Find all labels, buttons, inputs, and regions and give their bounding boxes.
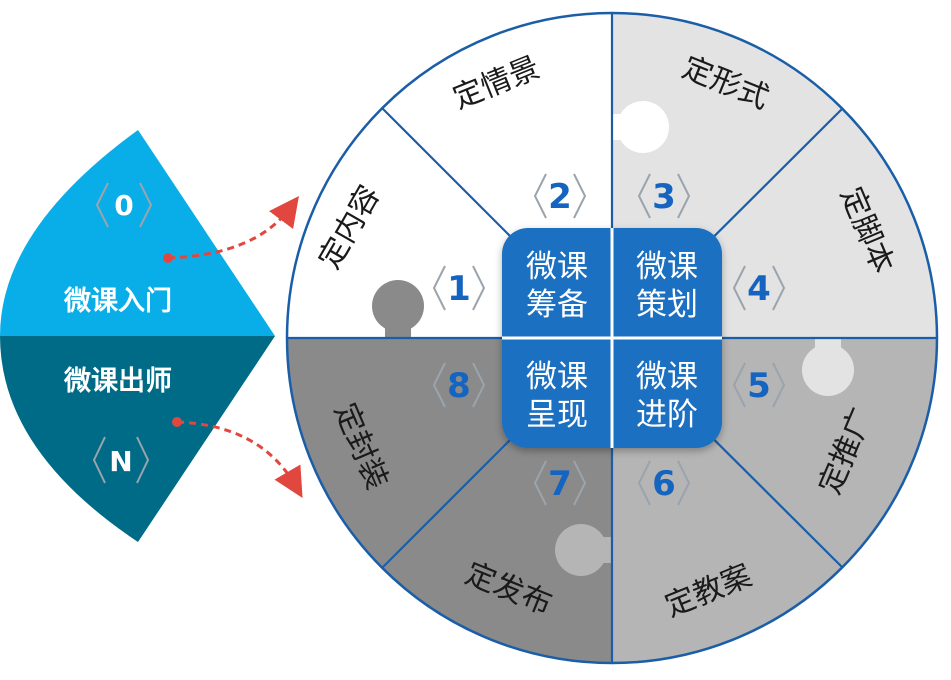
number-badge-6: 6 bbox=[637, 460, 691, 506]
number-badge-text: 2 bbox=[548, 177, 572, 217]
fan-marker-bottom: N bbox=[92, 436, 150, 484]
fan-marker-top-text: 0 bbox=[114, 189, 133, 222]
number-badge-5: 5 bbox=[732, 362, 786, 408]
center-q4-line1: 微课 bbox=[636, 359, 698, 395]
fan-top-label: 微课入门 bbox=[63, 286, 172, 317]
number-badges: 1 2 3 4 5 6 7 8 bbox=[432, 173, 786, 506]
number-badge-8: 8 bbox=[432, 362, 486, 408]
fan-marker-top: 0 bbox=[95, 182, 153, 228]
circle-outline bbox=[285, 11, 939, 665]
fan-bottom-label: 微课出师 bbox=[63, 366, 172, 397]
number-badge-2: 2 bbox=[533, 173, 587, 219]
number-badge-3: 3 bbox=[637, 173, 691, 219]
number-badge-text: 8 bbox=[447, 366, 471, 406]
fan-top bbox=[0, 130, 275, 336]
number-badge-7: 7 bbox=[533, 460, 587, 506]
center-q3-line1: 微课 bbox=[526, 359, 588, 395]
number-badge-1: 1 bbox=[432, 265, 486, 311]
number-badge-text: 5 bbox=[747, 366, 771, 406]
arrow-top bbox=[163, 195, 299, 263]
center-q1-line1: 微课 bbox=[526, 249, 588, 285]
number-badge-text: 6 bbox=[652, 464, 676, 504]
number-badge-4: 4 bbox=[732, 265, 786, 311]
center-q2-line2: 策划 bbox=[636, 287, 698, 323]
center-q1-line2: 筹备 bbox=[526, 287, 588, 323]
number-badge-text: 1 bbox=[447, 269, 471, 309]
number-badge-text: 7 bbox=[548, 464, 572, 504]
number-badge-text: 4 bbox=[747, 269, 771, 309]
arrow-bottom bbox=[172, 417, 303, 498]
number-badge-text: 3 bbox=[652, 177, 676, 217]
center-q2-line1: 微课 bbox=[636, 249, 698, 285]
center-q3-line2: 呈现 bbox=[526, 397, 588, 433]
fan-marker-bottom-text: N bbox=[109, 445, 132, 478]
center-q4-line2: 进阶 bbox=[636, 397, 698, 433]
